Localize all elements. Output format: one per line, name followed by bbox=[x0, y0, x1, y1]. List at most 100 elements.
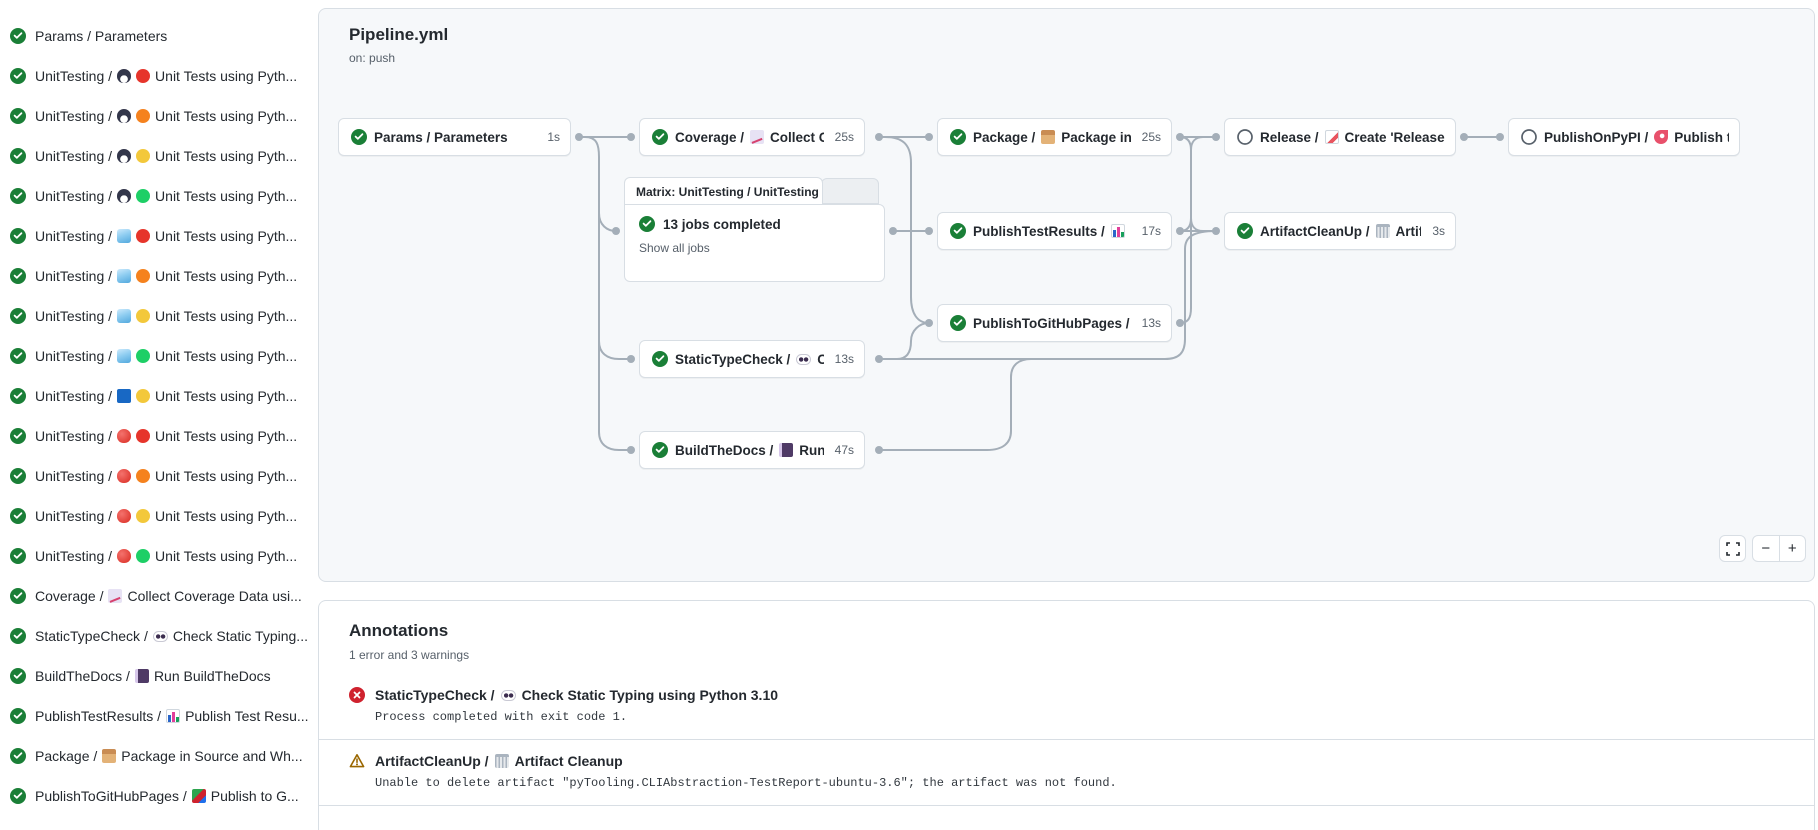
sidebar-job-item[interactable]: BuildTheDocs /Run BuildTheDocs bbox=[0, 656, 318, 696]
label-text: UnitTesting / bbox=[35, 308, 113, 324]
zoom-in-button[interactable]: + bbox=[1787, 540, 1797, 557]
node-release[interactable]: Release / Create 'Release P... bbox=[1224, 118, 1456, 156]
sidebar-job-item[interactable]: Params / Parameters bbox=[0, 16, 318, 56]
dot-green-icon bbox=[136, 349, 151, 363]
success-icon bbox=[950, 129, 966, 145]
success-icon bbox=[10, 708, 26, 724]
sidebar-job-item[interactable]: UnitTesting /Unit Tests using Pyth... bbox=[0, 376, 318, 416]
dot-red-icon bbox=[136, 429, 151, 443]
matrix-title: Matrix: UnitTesting / UnitTesting bbox=[624, 177, 823, 205]
label-text: Create 'Release P... bbox=[1344, 129, 1445, 145]
dot-orange-icon bbox=[136, 469, 151, 483]
label-text: Unit Tests using Pyth... bbox=[155, 108, 298, 124]
dot-red-icon bbox=[136, 229, 151, 243]
sidebar-job-item[interactable]: StaticTypeCheck /Check Static Typing... bbox=[0, 616, 318, 656]
node-statictypecheck[interactable]: StaticTypeCheck /Chec...13s bbox=[639, 340, 865, 378]
sidebar-job-label: UnitTesting /Unit Tests using Pyth... bbox=[35, 68, 312, 84]
sidebar-job-item[interactable]: UnitTesting /Unit Tests using Pyth... bbox=[0, 456, 318, 496]
sidebar-job-item[interactable]: UnitTesting /Unit Tests using Pyth... bbox=[0, 256, 318, 296]
dot-orange-icon bbox=[136, 269, 151, 283]
label-text: PublishToGitHubPages / bbox=[973, 315, 1130, 331]
label-text: ArtifactCleanUp / bbox=[375, 753, 489, 769]
book-icon bbox=[779, 443, 794, 457]
zoom-out-button[interactable]: − bbox=[1753, 536, 1780, 561]
label-text: Artifac... bbox=[1395, 223, 1422, 239]
node-publishonpypi[interactable]: PublishOnPyPI /Publish to ... bbox=[1508, 118, 1740, 156]
matrix-group-unittesting[interactable]: Matrix: UnitTesting / UnitTesting 13 job… bbox=[624, 177, 885, 282]
sidebar-job-label: UnitTesting /Unit Tests using Pyth... bbox=[35, 508, 312, 524]
node-artifactcleanup[interactable]: ArtifactCleanUp /Artifac...3s bbox=[1224, 212, 1456, 250]
label-text: Check Static Typing using Python 3.10 bbox=[521, 687, 779, 703]
sidebar-job-item[interactable]: UnitTesting /Unit Tests using Pyth... bbox=[0, 56, 318, 96]
sidebar-job-item[interactable]: UnitTesting /Unit Tests using Pyth... bbox=[0, 136, 318, 176]
penguin-icon bbox=[117, 109, 132, 123]
show-all-jobs-link[interactable]: Show all jobs bbox=[639, 241, 710, 255]
apple-icon bbox=[117, 429, 132, 443]
node-label: Release / Create 'Release P... bbox=[1260, 130, 1445, 145]
skipped-icon bbox=[1521, 129, 1537, 145]
sidebar-job-label: UnitTesting /Unit Tests using Pyth... bbox=[35, 548, 312, 564]
sidebar-job-item[interactable]: UnitTesting / Unit Tests using Pyth... bbox=[0, 416, 318, 456]
sidebar-job-item[interactable]: UnitTesting /Unit Tests using Pyth... bbox=[0, 216, 318, 256]
node-publishtogithubpages[interactable]: PublishToGitHubPages /...13s bbox=[937, 304, 1172, 342]
node-label: PublishOnPyPI /Publish to ... bbox=[1544, 130, 1729, 145]
label-text: Package in Source and Wh... bbox=[121, 748, 303, 764]
trash-icon bbox=[494, 754, 509, 768]
sidebar-job-item[interactable]: PublishTestResults /Publish Test Resu... bbox=[0, 696, 318, 736]
sidebar-job-item[interactable]: UnitTesting /Unit Tests using Pyth... bbox=[0, 496, 318, 536]
node-duration: 25s bbox=[834, 130, 854, 144]
annotation-error-row: StaticTypeCheck /Check Static Typing usi… bbox=[319, 674, 1814, 739]
node-buildthedocs[interactable]: BuildTheDocs /Run Buil...47s bbox=[639, 431, 865, 469]
label-text: Publish to G... bbox=[210, 788, 299, 804]
success-icon bbox=[950, 223, 966, 239]
sidebar-job-item[interactable]: Package /Package in Source and Wh... bbox=[0, 736, 318, 776]
success-icon bbox=[10, 28, 26, 44]
sidebar-job-label: Params / Parameters bbox=[35, 28, 312, 44]
dot-yellow-icon bbox=[136, 149, 151, 163]
label-text: UnitTesting / bbox=[35, 268, 113, 284]
sidebar-job-item[interactable]: UnitTesting /Unit Tests using Pyth... bbox=[0, 296, 318, 336]
label-text: StaticTypeCheck / bbox=[35, 628, 148, 644]
label-text: Unit Tests using Pyth... bbox=[155, 228, 298, 244]
sidebar-job-item[interactable]: UnitTesting /Unit Tests using Pyth... bbox=[0, 336, 318, 376]
sidebar-job-item[interactable]: UnitTesting /Unit Tests using Pyth... bbox=[0, 536, 318, 576]
node-package[interactable]: Package /Package in So...25s bbox=[937, 118, 1172, 156]
dot-yellow-icon bbox=[136, 309, 151, 323]
annotation-job-link[interactable]: ArtifactCleanUp /Artifact Cleanup bbox=[375, 753, 1117, 769]
label-text: UnitTesting / bbox=[35, 428, 113, 444]
node-coverage[interactable]: Coverage /Collect Cove...25s bbox=[639, 118, 865, 156]
label-text: PublishTestResults / bbox=[35, 708, 162, 724]
ice-icon bbox=[117, 309, 132, 323]
label-text: Release / bbox=[1260, 129, 1319, 145]
sidebar-job-item[interactable]: PublishToGitHubPages /Publish to G... bbox=[0, 776, 318, 816]
annotation-job-link[interactable]: StaticTypeCheck /Check Static Typing usi… bbox=[375, 687, 778, 703]
success-icon bbox=[639, 216, 655, 232]
label-text: Unit Tests using Pyth... bbox=[155, 428, 298, 444]
success-icon bbox=[10, 148, 26, 164]
node-publishtestresults[interactable]: PublishTestResults /Pu...17s bbox=[937, 212, 1172, 250]
ice-icon bbox=[117, 229, 132, 243]
label-text: Params / Parameters bbox=[374, 129, 508, 145]
chart-up-icon bbox=[108, 589, 123, 603]
eyes-icon bbox=[500, 689, 516, 701]
node-duration: 1s bbox=[547, 130, 560, 144]
node-params[interactable]: Params / Parameters 1s bbox=[338, 118, 571, 156]
node-label: PublishToGitHubPages /... bbox=[973, 316, 1131, 331]
node-duration: 25s bbox=[1141, 130, 1161, 144]
label-text: UnitTesting / bbox=[35, 148, 113, 164]
node-label: StaticTypeCheck /Chec... bbox=[675, 352, 824, 367]
label-text: UnitTesting / bbox=[35, 108, 113, 124]
sidebar-job-item[interactable]: Coverage /Collect Coverage Data usi... bbox=[0, 576, 318, 616]
label-text: Unit Tests using Pyth... bbox=[155, 508, 298, 524]
workflow-graph-card: Pipeline.yml on: push bbox=[318, 8, 1815, 582]
sidebar-job-item[interactable]: UnitTesting / Unit Tests using Pyth... bbox=[0, 96, 318, 136]
sidebar-job-item[interactable]: UnitTesting /Unit Tests using Pyth... bbox=[0, 176, 318, 216]
sidebar-job-label: UnitTesting / Unit Tests using Pyth... bbox=[35, 428, 312, 444]
fullscreen-button[interactable] bbox=[1719, 535, 1746, 562]
barchart-icon bbox=[1110, 224, 1125, 238]
penguin-icon bbox=[117, 149, 132, 163]
zoom-control-group: − + bbox=[1752, 535, 1806, 562]
success-icon bbox=[10, 188, 26, 204]
label-text: Unit Tests using Pyth... bbox=[155, 188, 298, 204]
